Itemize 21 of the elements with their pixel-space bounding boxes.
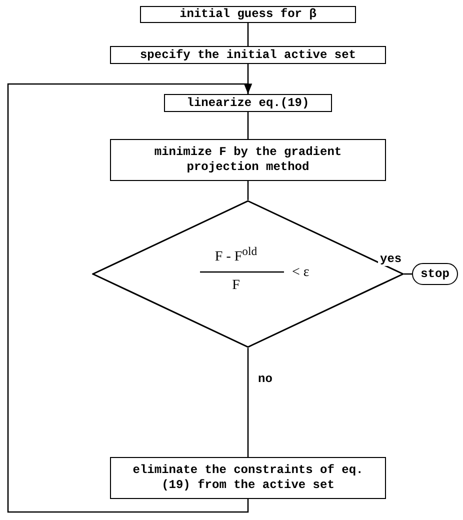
process-box bbox=[110, 457, 386, 499]
node-label: linearize eq.(19) bbox=[186, 96, 310, 110]
decision-diamond bbox=[92, 200, 404, 348]
fraction-denominator: F bbox=[231, 278, 241, 293]
comparison-text: < ε bbox=[292, 265, 310, 280]
node-label: eliminate the constraints of eq.(19) from the active set bbox=[132, 463, 364, 493]
process-box bbox=[110, 46, 386, 64]
node-label: initial guess for β bbox=[180, 7, 316, 22]
connector-line bbox=[247, 181, 249, 200]
node-label: specify the initial active set bbox=[140, 48, 356, 62]
process-box bbox=[164, 94, 332, 112]
process-box bbox=[140, 6, 356, 23]
connector-line bbox=[247, 23, 249, 46]
process-box bbox=[110, 139, 386, 181]
fraction-numerator: F - F$^{old}$ bbox=[214, 244, 258, 265]
node-label: stop bbox=[420, 266, 450, 282]
connector-line bbox=[247, 112, 249, 139]
terminal-box bbox=[412, 263, 458, 285]
node-label: minimize F by the gradient projection method bbox=[153, 145, 343, 175]
connector-line bbox=[247, 348, 249, 457]
connector-line bbox=[7, 83, 252, 513]
